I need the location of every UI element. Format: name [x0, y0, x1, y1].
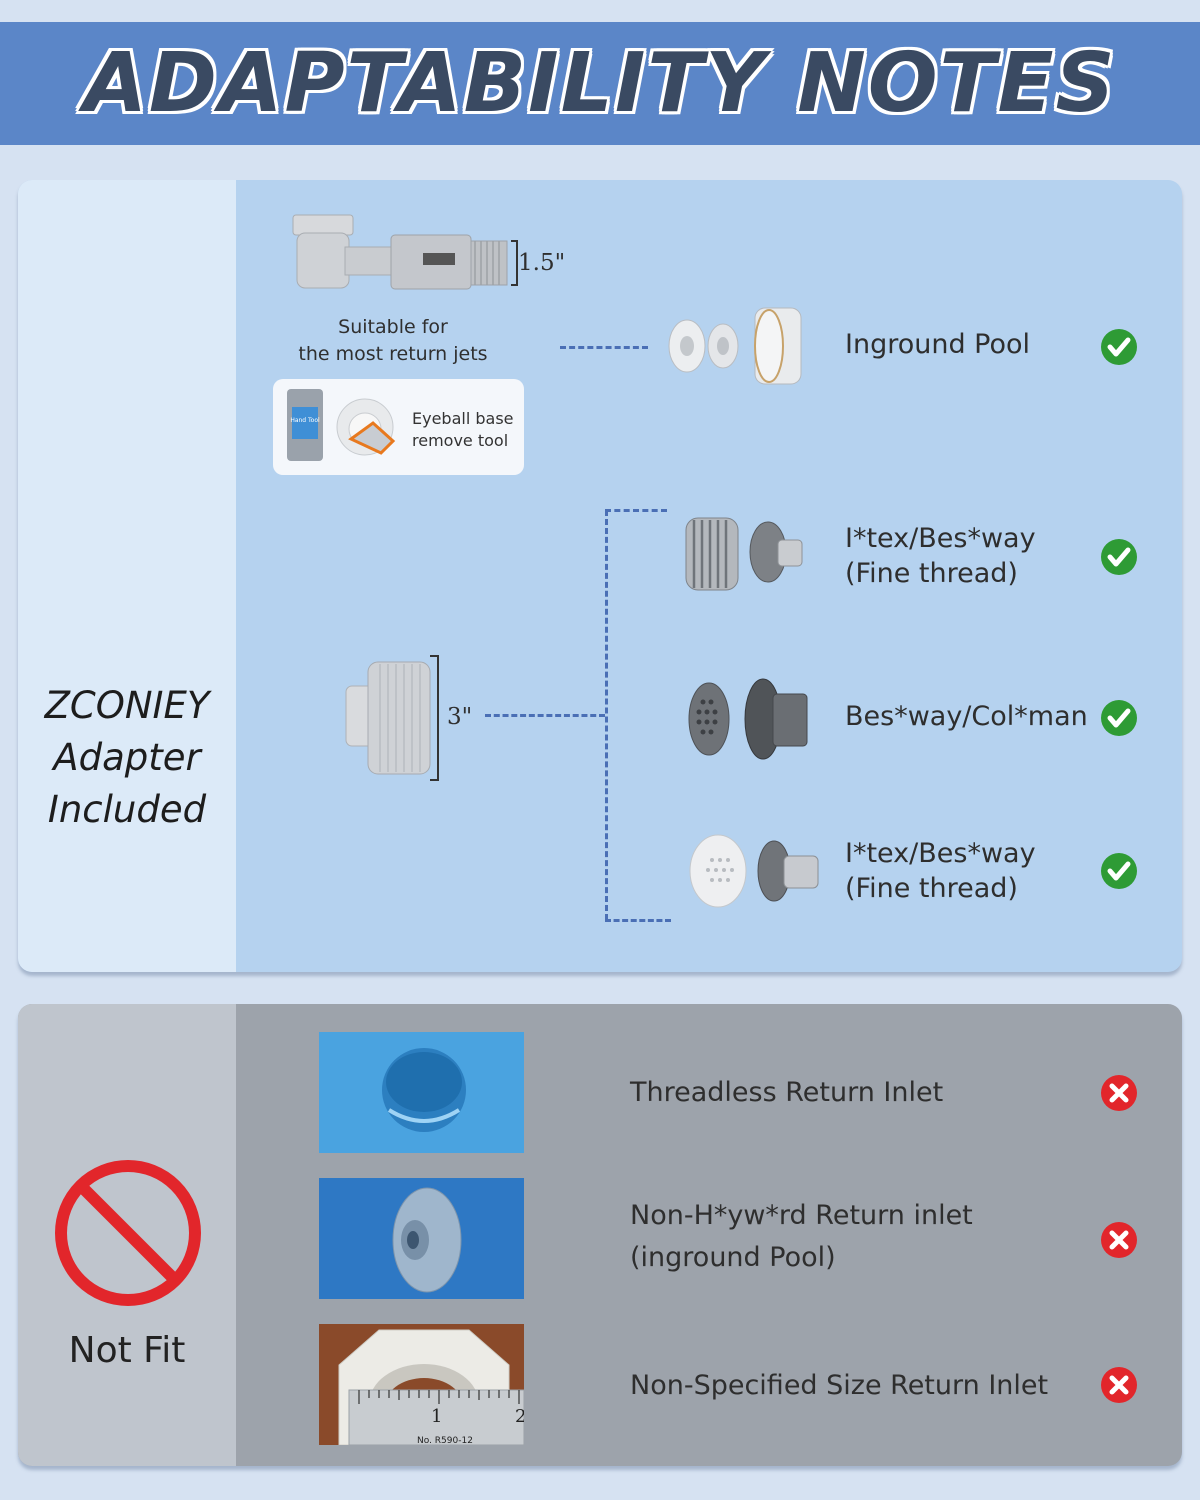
not-fit-label-non-hayward: Non-H*yw*rd Return inlet (inground Pool)	[630, 1198, 973, 1275]
option-line-1: Bes*way/Col*man	[845, 701, 1088, 732]
connector-3inch	[485, 714, 605, 717]
not-fit-line-1: Threadless Return Inlet	[630, 1077, 944, 1108]
not-fit-label: Not Fit	[68, 1330, 186, 1371]
brand-label: ZCONIEY Adapter Included	[18, 680, 236, 836]
option-line-2: (Fine thread)	[845, 558, 1018, 589]
not-fit-line-1: Non-Specified Size Return Inlet	[630, 1370, 1049, 1401]
non-hayward-inlet-image	[392, 1187, 462, 1293]
option-line-1: I*tex/Bes*way	[845, 523, 1036, 554]
adapter-caption: Suitable for the most return jets	[293, 314, 493, 368]
intex-jet-image-2	[689, 834, 819, 908]
connector-branch-bottom	[605, 919, 671, 922]
size-label-1-5: 1.5"	[518, 250, 566, 276]
non-hayward-inlet-photo	[319, 1178, 524, 1299]
option-label-intex-2: I*tex/Bes*way (Fine thread)	[845, 836, 1036, 906]
check-icon	[1101, 853, 1137, 889]
option-label-inground: Inground Pool	[845, 327, 1030, 362]
tool-label: Eyeball base remove tool	[412, 408, 514, 452]
ruler-digit-1: 1	[431, 1406, 442, 1427]
adapter-1-5-image	[292, 214, 518, 290]
brand-line-2: Adapter	[53, 736, 201, 779]
brand-line-3: Included	[47, 788, 207, 831]
title-banner: ADAPTABILITY NOTES	[0, 22, 1200, 145]
cross-icon	[1101, 1075, 1137, 1111]
tool-line-2: remove tool	[412, 431, 509, 450]
caption-line-2: the most return jets	[298, 343, 488, 365]
brand-line-1: ZCONIEY	[44, 684, 210, 727]
not-fit-label-non-specified: Non-Specified Size Return Inlet	[630, 1368, 1048, 1403]
prohibited-icon	[55, 1160, 201, 1306]
caption-line-1: Suitable for	[338, 316, 448, 338]
not-fit-line-1: Non-H*yw*rd Return inlet	[630, 1200, 973, 1231]
adapter-3-image	[345, 655, 439, 781]
option-label-bestway: Bes*way/Col*man	[845, 699, 1088, 734]
check-icon	[1101, 329, 1137, 365]
non-specified-inlet-photo: 1 2 No. R590-12	[319, 1324, 524, 1445]
tool-line-1: Eyeball base	[412, 409, 514, 428]
size-label-3: 3"	[447, 704, 473, 730]
not-fit-panel	[18, 1004, 1182, 1466]
intex-jet-image	[685, 517, 803, 591]
ruler-digit-2: 2	[515, 1406, 524, 1427]
page-title: ADAPTABILITY NOTES	[83, 36, 1117, 131]
ruler-part-no: No. R590-12	[417, 1436, 473, 1445]
brand-sidebar: ZCONIEY Adapter Included	[18, 180, 236, 972]
cross-icon	[1101, 1367, 1137, 1403]
not-fit-line-2: (inground Pool)	[630, 1242, 836, 1273]
non-specified-inlet-image: 1 2 No. R590-12	[338, 1329, 524, 1445]
option-line-1: I*tex/Bes*way	[845, 838, 1036, 869]
check-icon	[1101, 539, 1137, 575]
inground-jet-image	[668, 307, 802, 385]
cross-icon	[1101, 1222, 1137, 1258]
threadless-inlet-photo	[319, 1032, 524, 1153]
compatible-panel: ZCONIEY Adapter Included	[18, 180, 1182, 972]
check-icon	[1101, 700, 1137, 736]
option-line-1: Inground Pool	[845, 329, 1031, 360]
bestway-jet-image	[688, 678, 808, 760]
tool-card-text: Hand Tool	[290, 417, 320, 424]
connector-branch-top	[605, 509, 667, 512]
option-label-intex-1: I*tex/Bes*way (Fine thread)	[845, 521, 1036, 591]
connector-branch	[605, 510, 608, 920]
connector-inground	[560, 346, 648, 349]
tool-card: Hand Tool Eyeball base remove tool	[273, 379, 524, 475]
threadless-inlet-image	[382, 1048, 466, 1132]
option-line-2: (Fine thread)	[845, 873, 1018, 904]
not-fit-label-threadless: Threadless Return Inlet	[630, 1075, 943, 1110]
hand-tool-image: Hand Tool	[287, 389, 396, 461]
